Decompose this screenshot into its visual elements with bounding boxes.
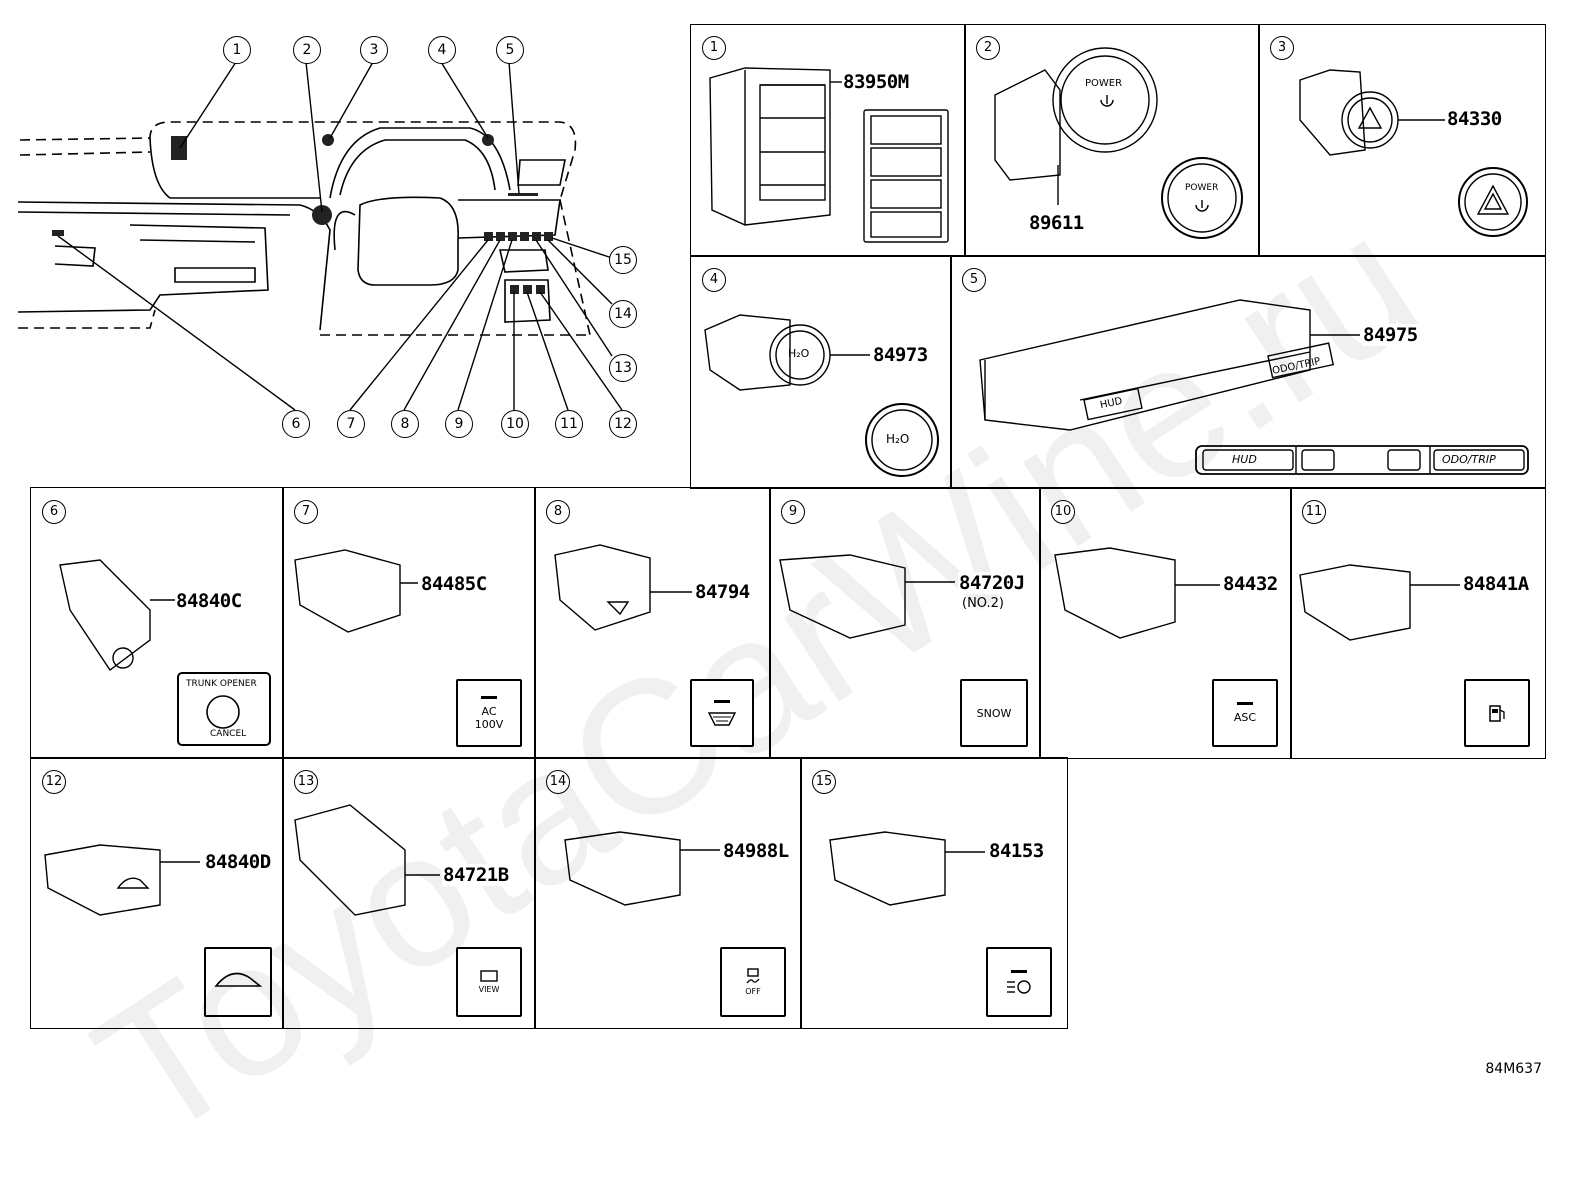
traction-off-icon: OFF	[720, 947, 786, 1017]
part-number-89611[interactable]: 89611	[1028, 212, 1085, 234]
callout-4[interactable]: 4	[428, 36, 456, 64]
power-button-label: POWER	[1085, 78, 1123, 89]
panel-11-number: 11	[1302, 500, 1326, 524]
callout-12[interactable]: 12	[609, 410, 637, 438]
callout-1[interactable]: 1	[223, 36, 251, 64]
panel-6-number: 6	[42, 500, 66, 524]
part-number-84721B[interactable]: 84721B	[442, 864, 510, 886]
dashboard-overview	[17, 61, 623, 411]
parts-drawings	[44, 47, 1529, 987]
panel-12	[30, 757, 284, 1029]
panel-7	[282, 487, 536, 759]
panel-2-number: 2	[976, 36, 1000, 60]
callout-2[interactable]: 2	[293, 36, 321, 64]
wiper-deicer-icon	[690, 679, 754, 747]
fuel-door-icon	[1464, 679, 1530, 747]
panel-9-number: 9	[781, 500, 805, 524]
callout-6[interactable]: 6	[282, 410, 310, 438]
panel-4	[690, 255, 952, 489]
callout-14[interactable]: 14	[609, 300, 637, 328]
ac-label: AC	[481, 704, 497, 718]
panel-2	[964, 24, 1260, 257]
ac-100v-icon: AC 100V	[456, 679, 522, 747]
callout-11[interactable]: 11	[555, 410, 583, 438]
panel-8-number: 8	[546, 500, 570, 524]
cancel-label: CANCEL	[210, 729, 247, 739]
panel-14	[534, 757, 802, 1029]
panel-13	[282, 757, 536, 1029]
part-number-84720J[interactable]: 84720J	[958, 572, 1026, 594]
fuel-glyph	[1489, 705, 1505, 722]
trunk-opener-label: TRUNK OPENER	[186, 679, 257, 689]
panel-3-number: 3	[1270, 36, 1294, 60]
panel-10-number: 10	[1051, 500, 1075, 524]
view-glyph	[480, 969, 498, 982]
skid-glyph	[746, 967, 760, 983]
trunk-car-icon	[204, 947, 272, 1017]
panel-1-number: 1	[702, 36, 726, 60]
panel-9	[769, 487, 1041, 759]
h2o-button-label: H₂O	[788, 347, 810, 360]
hud-strip-label: HUD	[1232, 453, 1257, 466]
panel-15	[800, 757, 1068, 1029]
callout-10[interactable]: 10	[501, 410, 529, 438]
headlight-glyph	[1007, 979, 1031, 994]
odo-strip-label: ODO/TRIP	[1442, 453, 1496, 466]
h2o-icon-label: H₂O	[886, 432, 910, 446]
asc-icon: ASC	[1212, 679, 1278, 747]
panel-4-number: 4	[702, 268, 726, 292]
part-number-83950M[interactable]: 83950M	[842, 71, 910, 93]
part-note-no2: (NO.2)	[962, 596, 1004, 611]
diagram-code: 84M637	[1485, 1061, 1542, 1077]
view-label: VIEW	[478, 984, 500, 994]
callout-7[interactable]: 7	[337, 410, 365, 438]
panel-14-number: 14	[546, 770, 570, 794]
part-number-84794[interactable]: 84794	[694, 581, 751, 603]
callout-9[interactable]: 9	[445, 410, 473, 438]
part-number-84330[interactable]: 84330	[1446, 108, 1503, 130]
callout-3[interactable]: 3	[360, 36, 388, 64]
part-number-84988L[interactable]: 84988L	[722, 840, 790, 862]
callout-5[interactable]: 5	[496, 36, 524, 64]
snow-icon: SNOW	[960, 679, 1028, 747]
100v-label: 100V	[474, 717, 504, 731]
panel-5-number: 5	[962, 268, 986, 292]
panel-13-number: 13	[294, 770, 318, 794]
off-label: OFF	[745, 986, 761, 996]
deicer-glyph	[707, 711, 737, 726]
snow-label: SNOW	[976, 706, 1012, 720]
part-number-84840C[interactable]: 84840C	[175, 590, 243, 612]
power-icon-label: POWER	[1185, 183, 1219, 193]
panel-1	[690, 24, 966, 257]
part-number-84153[interactable]: 84153	[988, 840, 1045, 862]
part-number-84975[interactable]: 84975	[1362, 324, 1419, 346]
callout-8[interactable]: 8	[391, 410, 419, 438]
panel-3	[1258, 24, 1546, 257]
panel-12-number: 12	[42, 770, 66, 794]
view-camera-icon: VIEW	[456, 947, 522, 1017]
panel-10	[1039, 487, 1292, 759]
panel-8	[534, 487, 771, 759]
part-number-84840D[interactable]: 84840D	[204, 851, 272, 873]
callout-15[interactable]: 15	[609, 246, 637, 274]
part-number-84432[interactable]: 84432	[1222, 573, 1279, 595]
part-number-84973[interactable]: 84973	[872, 344, 929, 366]
part-number-84841A[interactable]: 84841A	[1462, 573, 1530, 595]
auto-headlight-icon	[986, 947, 1052, 1017]
part-number-84485C[interactable]: 84485C	[420, 573, 488, 595]
panel-6	[30, 487, 284, 759]
panel-7-number: 7	[294, 500, 318, 524]
panel-5	[950, 255, 1546, 489]
callout-13[interactable]: 13	[609, 354, 637, 382]
panel-15-number: 15	[812, 770, 836, 794]
asc-label: ASC	[1233, 711, 1257, 724]
panel-11	[1290, 487, 1546, 759]
